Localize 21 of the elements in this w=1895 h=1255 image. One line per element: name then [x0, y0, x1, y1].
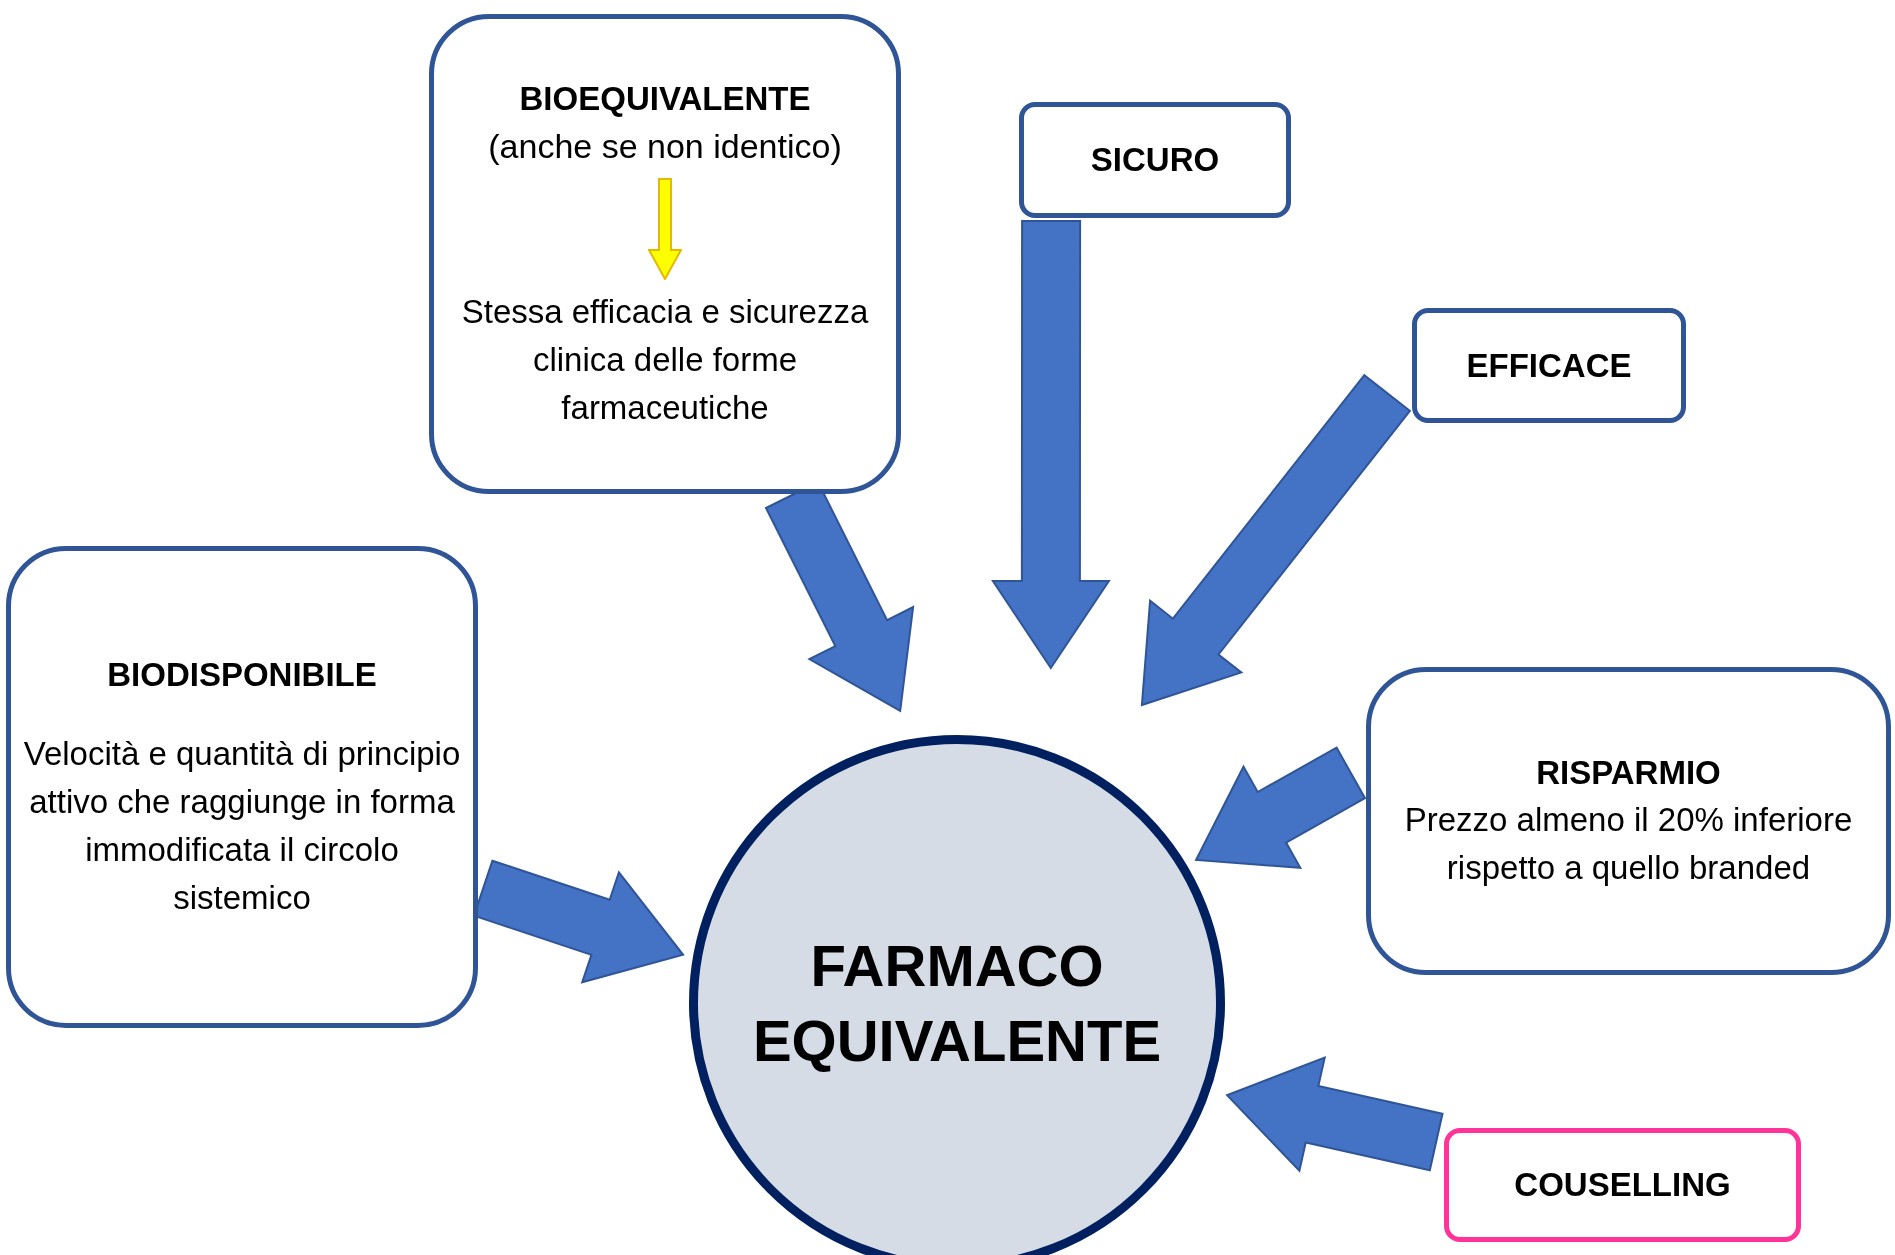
card-text: (anche se non identico): [488, 125, 842, 167]
card-heading: BIODISPONIBILE: [107, 655, 377, 696]
box-title: COUSELLING: [1514, 1165, 1731, 1206]
block-arrow: [1140, 373, 1412, 707]
label-box: [1444, 1128, 1801, 1242]
label-box: [1412, 308, 1686, 423]
block-arrow: [1225, 1056, 1444, 1173]
info-card: [1366, 667, 1891, 975]
card-text: Stessa efficacia e sicurezza clinica delle forme farmaceutiche: [460, 292, 870, 428]
box-title: EFFICACE: [1466, 345, 1632, 386]
info-card: [429, 14, 901, 494]
card-text: Prezzo almeno il 20% inferiore rispetto a quello branded: [1403, 800, 1854, 889]
concept-title: FARMACO EQUIVALENTE: [751, 931, 1163, 1075]
card-text: Velocità e quantità di principio attivo che raggiunge in forma immodificata il circolo sistemico: [23, 734, 461, 918]
card-heading: RISPARMIO: [1536, 753, 1721, 794]
block-arrow: [991, 220, 1111, 670]
info-card: [6, 546, 478, 1028]
label-box: [1019, 102, 1291, 218]
card-heading: BIOEQUIVALENTE: [519, 79, 811, 120]
block-arrow: [1194, 746, 1367, 869]
box-title: SICURO: [1090, 140, 1220, 181]
